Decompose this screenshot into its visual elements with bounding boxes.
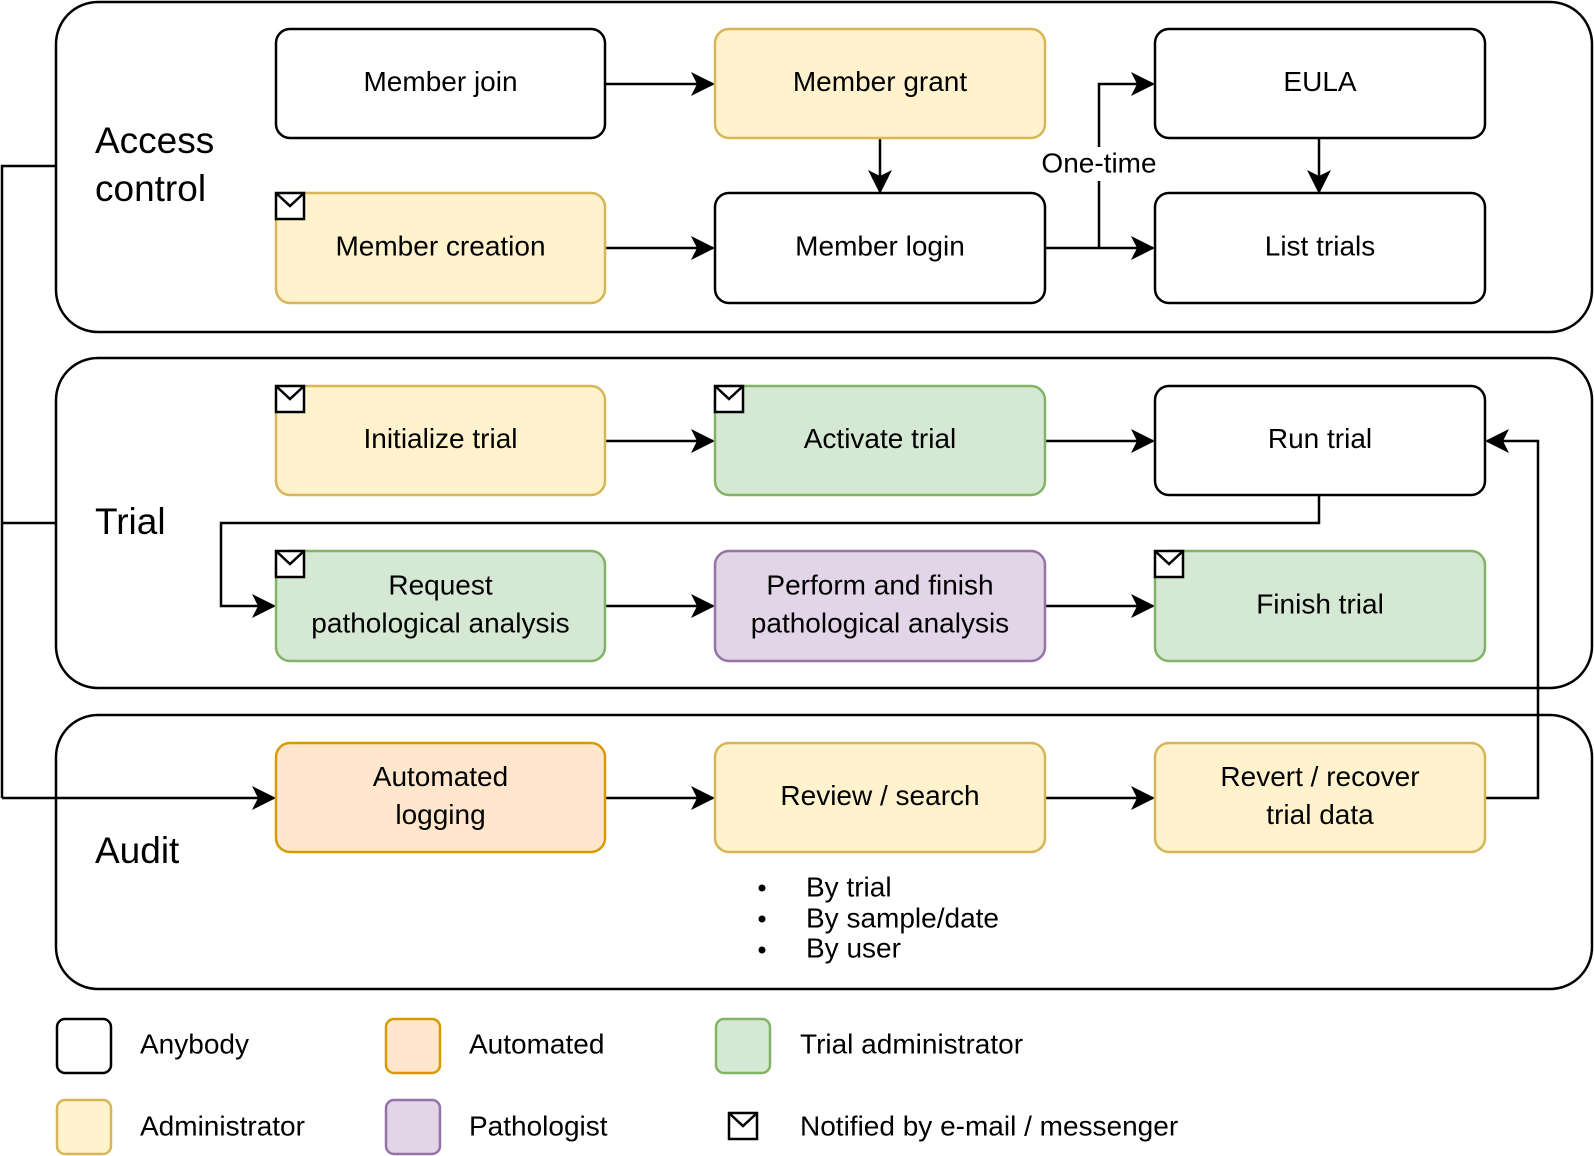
legend-label-notified: Notified by e-mail / messenger [800, 1110, 1178, 1141]
review-option-by-user: By user [806, 932, 901, 963]
node-activate-trial: Activate trial [713, 384, 1047, 497]
node-box [713, 384, 1047, 497]
node-eula: EULA [1153, 27, 1487, 140]
legend-label-anybody: Anybody [140, 1028, 249, 1059]
node-box [1153, 549, 1487, 663]
node-box [713, 27, 1047, 140]
mail-icon [274, 384, 306, 414]
node-box [274, 549, 607, 663]
node-revert-recover: Revert / recover trial data [1153, 741, 1487, 854]
node-box [713, 549, 1047, 663]
node-box [274, 191, 607, 305]
review-option-by-trial: By trial [806, 871, 892, 902]
legend-label-trial-admin: Trial administrator [800, 1028, 1023, 1059]
node-label: pathological analysis [751, 607, 1009, 638]
node-label: Finish trial [1256, 588, 1384, 619]
legend-swatch-administrator [55, 1098, 113, 1156]
node-finish-trial: Finish trial [1153, 549, 1487, 663]
bracket-access-connector [0, 164, 56, 798]
mail-icon [274, 549, 306, 579]
access-control-label-line1: Access [95, 120, 214, 161]
node-label: List trials [1265, 230, 1375, 261]
node-label: Initialize trial [363, 423, 517, 454]
node-label: Activate trial [804, 423, 957, 454]
legend-label-pathologist: Pathologist [469, 1110, 608, 1141]
bullet-dot [758, 946, 766, 954]
mail-icon [274, 191, 306, 221]
node-label: Perform and finish [766, 569, 993, 600]
edge-revert-to-run [1485, 429, 1540, 800]
node-box [274, 384, 607, 497]
node-label: Member join [363, 66, 517, 97]
node-box [274, 741, 607, 854]
node-label: Member grant [793, 66, 968, 97]
node-review-search: Review / search [713, 741, 1047, 854]
node-label: trial data [1266, 799, 1374, 830]
legend-swatch-pathologist [384, 1098, 442, 1156]
node-box [274, 27, 607, 140]
node-label: Revert / recover [1220, 761, 1419, 792]
legend-mail-icon [727, 1111, 759, 1141]
node-list-trials: List trials [1153, 191, 1487, 305]
node-label: Request [388, 569, 493, 600]
node-label: Member creation [335, 230, 545, 261]
node-box [1153, 384, 1487, 497]
node-label: Member login [795, 230, 965, 261]
node-initialize-trial: Initialize trial [274, 384, 607, 497]
legend: Anybody Automated Trial administrator Ad… [55, 1017, 1178, 1156]
edge-run-to-request [219, 495, 1321, 618]
node-label: EULA [1283, 66, 1356, 97]
edge-login-to-eula [1097, 72, 1155, 248]
mail-icon [713, 384, 745, 414]
node-member-join: Member join [274, 27, 607, 140]
trial-label: Trial [95, 501, 166, 542]
legend-swatch-trial-admin [714, 1017, 772, 1075]
node-automated-logging: Automated logging [274, 741, 607, 854]
node-label: logging [395, 799, 485, 830]
mail-icon [1153, 549, 1185, 579]
node-box [713, 191, 1047, 305]
review-options-list: By trial By sample/date By user [758, 871, 999, 963]
node-label: Run trial [1268, 423, 1372, 454]
node-box [1153, 191, 1487, 305]
node-request-analysis: Request pathological analysis [274, 549, 607, 663]
node-member-creation: Member creation [274, 191, 607, 305]
node-label: pathological analysis [311, 607, 569, 638]
node-box [713, 741, 1047, 854]
bullet-dot [758, 915, 766, 923]
node-label: Automated [373, 761, 508, 792]
node-run-trial: Run trial [1153, 384, 1487, 497]
access-control-label-line2: control [95, 168, 206, 209]
review-option-by-sample-date: By sample/date [806, 902, 999, 933]
node-box [1153, 27, 1487, 140]
one-time-label-bg [1032, 147, 1166, 181]
node-perform-analysis: Perform and finish pathological analysis [713, 549, 1047, 663]
node-label: Review / search [780, 780, 979, 811]
audit-label: Audit [95, 830, 180, 871]
node-member-grant: Member grant [713, 27, 1047, 140]
legend-swatch-automated [384, 1017, 442, 1075]
bullet-dot [758, 884, 766, 892]
legend-label-administrator: Administrator [140, 1110, 305, 1141]
legend-label-automated: Automated [469, 1028, 604, 1059]
node-box [1153, 741, 1487, 854]
node-member-login: Member login [713, 191, 1047, 305]
legend-swatch-anybody [55, 1017, 113, 1075]
one-time-label: One-time [1041, 147, 1156, 178]
